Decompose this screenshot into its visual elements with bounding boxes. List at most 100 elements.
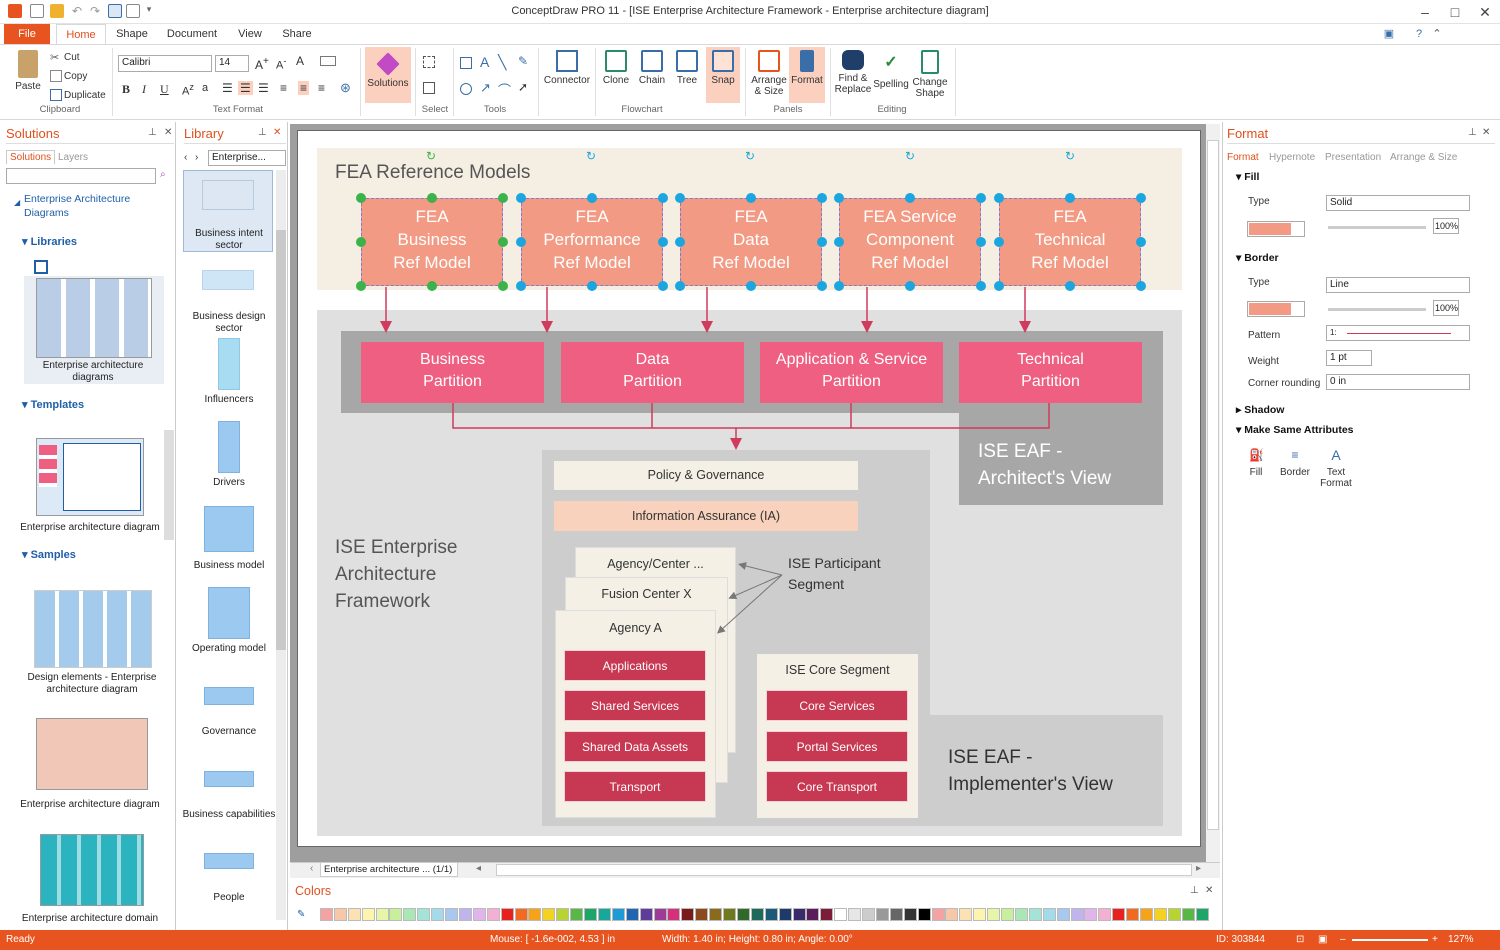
tab-format[interactable]: Format bbox=[1227, 152, 1259, 163]
rotate-handle-icon[interactable]: ↻ bbox=[1065, 149, 1076, 163]
make-same-border-button[interactable]: ≡ Border bbox=[1278, 449, 1312, 478]
resize-handle[interactable] bbox=[994, 281, 1004, 291]
color-swatch[interactable] bbox=[737, 908, 750, 921]
scroll-left-icon[interactable]: ◂ bbox=[476, 863, 482, 874]
color-swatch[interactable] bbox=[862, 908, 875, 921]
color-swatch[interactable] bbox=[1015, 908, 1028, 921]
resize-handle[interactable] bbox=[746, 281, 756, 291]
library-shape-drivers[interactable] bbox=[218, 421, 240, 473]
collapse-ribbon-icon[interactable]: ⌃ bbox=[1432, 28, 1442, 40]
bold-icon[interactable]: B bbox=[122, 82, 131, 96]
format-pin-icon[interactable]: ⊥ bbox=[1468, 127, 1477, 138]
color-swatch[interactable] bbox=[556, 908, 569, 921]
color-swatch[interactable] bbox=[1098, 908, 1111, 921]
tab-document[interactable]: Document bbox=[166, 28, 218, 40]
resize-handle[interactable] bbox=[516, 193, 526, 203]
library-selector[interactable]: Enterprise... bbox=[208, 150, 286, 166]
color-swatch[interactable] bbox=[542, 908, 555, 921]
minimize-button[interactable]: – bbox=[1421, 4, 1429, 20]
text-tool-icon[interactable]: A bbox=[480, 54, 490, 70]
resize-handle[interactable] bbox=[675, 193, 685, 203]
color-swatch[interactable] bbox=[320, 908, 333, 921]
resize-handle[interactable] bbox=[427, 281, 437, 291]
resize-handle[interactable] bbox=[994, 193, 1004, 203]
color-swatch[interactable] bbox=[362, 908, 375, 921]
underline-icon[interactable]: U bbox=[160, 82, 169, 96]
font-size-select[interactable]: 14 bbox=[215, 55, 249, 72]
color-swatch[interactable] bbox=[890, 908, 903, 921]
chain-button[interactable]: Chain bbox=[635, 50, 669, 86]
fill-opacity-input[interactable]: 100% bbox=[1433, 218, 1459, 234]
tab-presentation[interactable]: Presentation bbox=[1325, 152, 1382, 163]
library-pin-icon[interactable]: ⊥ bbox=[258, 127, 267, 138]
color-swatch[interactable] bbox=[667, 908, 680, 921]
weight-input[interactable]: 1 pt bbox=[1326, 350, 1372, 366]
border-type-select[interactable]: Line bbox=[1326, 277, 1470, 293]
resize-handle[interactable] bbox=[658, 237, 668, 247]
zoom-in-icon[interactable]: + bbox=[1432, 934, 1438, 945]
color-swatch[interactable] bbox=[820, 908, 833, 921]
resize-handle[interactable] bbox=[976, 281, 986, 291]
zoom-out-icon[interactable]: – bbox=[1340, 934, 1346, 945]
cut-button[interactable]: Cut bbox=[64, 52, 80, 63]
fea-technical-ref-model[interactable]: FEA Technical Ref Model bbox=[999, 198, 1141, 286]
resize-handle[interactable] bbox=[675, 237, 685, 247]
align-left-icon[interactable]: ☰ bbox=[222, 81, 233, 95]
status-view-icon[interactable]: ▣ bbox=[1318, 934, 1328, 945]
resize-handle[interactable] bbox=[834, 193, 844, 203]
fill-transparency-slider[interactable] bbox=[1328, 226, 1426, 229]
resize-handle[interactable] bbox=[356, 237, 366, 247]
resize-handle[interactable] bbox=[658, 193, 668, 203]
data-partition[interactable]: Data Partition bbox=[561, 342, 744, 403]
library-shape-business-model[interactable] bbox=[204, 506, 254, 552]
print-icon[interactable] bbox=[126, 4, 140, 18]
resize-handle[interactable] bbox=[976, 193, 986, 203]
template-thumbnail[interactable] bbox=[36, 438, 144, 516]
color-swatch[interactable] bbox=[1140, 908, 1153, 921]
color-swatch[interactable] bbox=[918, 908, 931, 921]
shrink-font-icon[interactable]: A- bbox=[276, 56, 287, 72]
color-swatch[interactable] bbox=[848, 908, 861, 921]
text-settings-icon[interactable]: ⊛ bbox=[340, 80, 351, 95]
information-assurance-box[interactable]: Information Assurance (IA) bbox=[554, 501, 858, 531]
new-document-icon[interactable] bbox=[30, 4, 44, 18]
applications-box[interactable]: Applications bbox=[564, 650, 706, 681]
color-swatch[interactable] bbox=[1154, 908, 1167, 921]
connector-button[interactable]: Connector bbox=[542, 50, 592, 86]
align-top-icon[interactable]: ≡ bbox=[280, 81, 288, 95]
color-swatch[interactable] bbox=[806, 908, 819, 921]
file-tab[interactable]: File bbox=[4, 24, 50, 44]
scroll-right-icon[interactable]: ▸ bbox=[1196, 863, 1202, 874]
color-swatch[interactable] bbox=[348, 908, 361, 921]
color-swatch[interactable] bbox=[834, 908, 847, 921]
pointer-tool-icon[interactable]: ➚ bbox=[518, 80, 529, 94]
color-swatch[interactable] bbox=[445, 908, 458, 921]
align-bottom-icon[interactable]: ≡ bbox=[318, 81, 326, 95]
library-shape-business-intent[interactable] bbox=[202, 180, 254, 210]
ellipse-tool-icon[interactable] bbox=[460, 83, 472, 95]
fill-type-select[interactable]: Solid bbox=[1326, 195, 1470, 211]
change-shape-button[interactable]: Change Shape bbox=[910, 50, 950, 99]
shared-services-box[interactable]: Shared Services bbox=[564, 690, 706, 721]
colors-close-icon[interactable]: ✕ bbox=[1205, 885, 1214, 896]
fea-service-component-ref-model[interactable]: FEA Service Component Ref Model bbox=[839, 198, 981, 286]
library-shape-influencers[interactable] bbox=[218, 338, 240, 390]
resize-handle[interactable] bbox=[834, 237, 844, 247]
color-swatch[interactable] bbox=[987, 908, 1000, 921]
solutions-scrollbar[interactable] bbox=[164, 430, 174, 540]
arrow-tool-icon[interactable]: ↗ bbox=[480, 80, 491, 95]
samples-section[interactable]: ▾ Samples bbox=[22, 549, 76, 561]
resize-handle[interactable] bbox=[1065, 281, 1075, 291]
library-forward-icon[interactable]: › bbox=[195, 152, 199, 163]
make-same-fill-button[interactable]: ⛽ Fill bbox=[1243, 449, 1269, 478]
close-panel-icon[interactable]: ✕ bbox=[164, 127, 173, 138]
tab-shape[interactable]: Shape bbox=[116, 28, 148, 40]
corner-rounding-select[interactable]: 0 in bbox=[1326, 374, 1470, 390]
color-swatch[interactable] bbox=[1001, 908, 1014, 921]
rotate-handle-icon[interactable]: ↻ bbox=[905, 149, 916, 163]
search-icon[interactable]: ⌕ bbox=[160, 169, 166, 180]
sample-thumbnail-3[interactable] bbox=[40, 834, 144, 906]
resize-handle[interactable] bbox=[498, 237, 508, 247]
rectangle-tool-icon[interactable] bbox=[460, 57, 472, 69]
portal-services-box[interactable]: Portal Services bbox=[766, 731, 908, 762]
